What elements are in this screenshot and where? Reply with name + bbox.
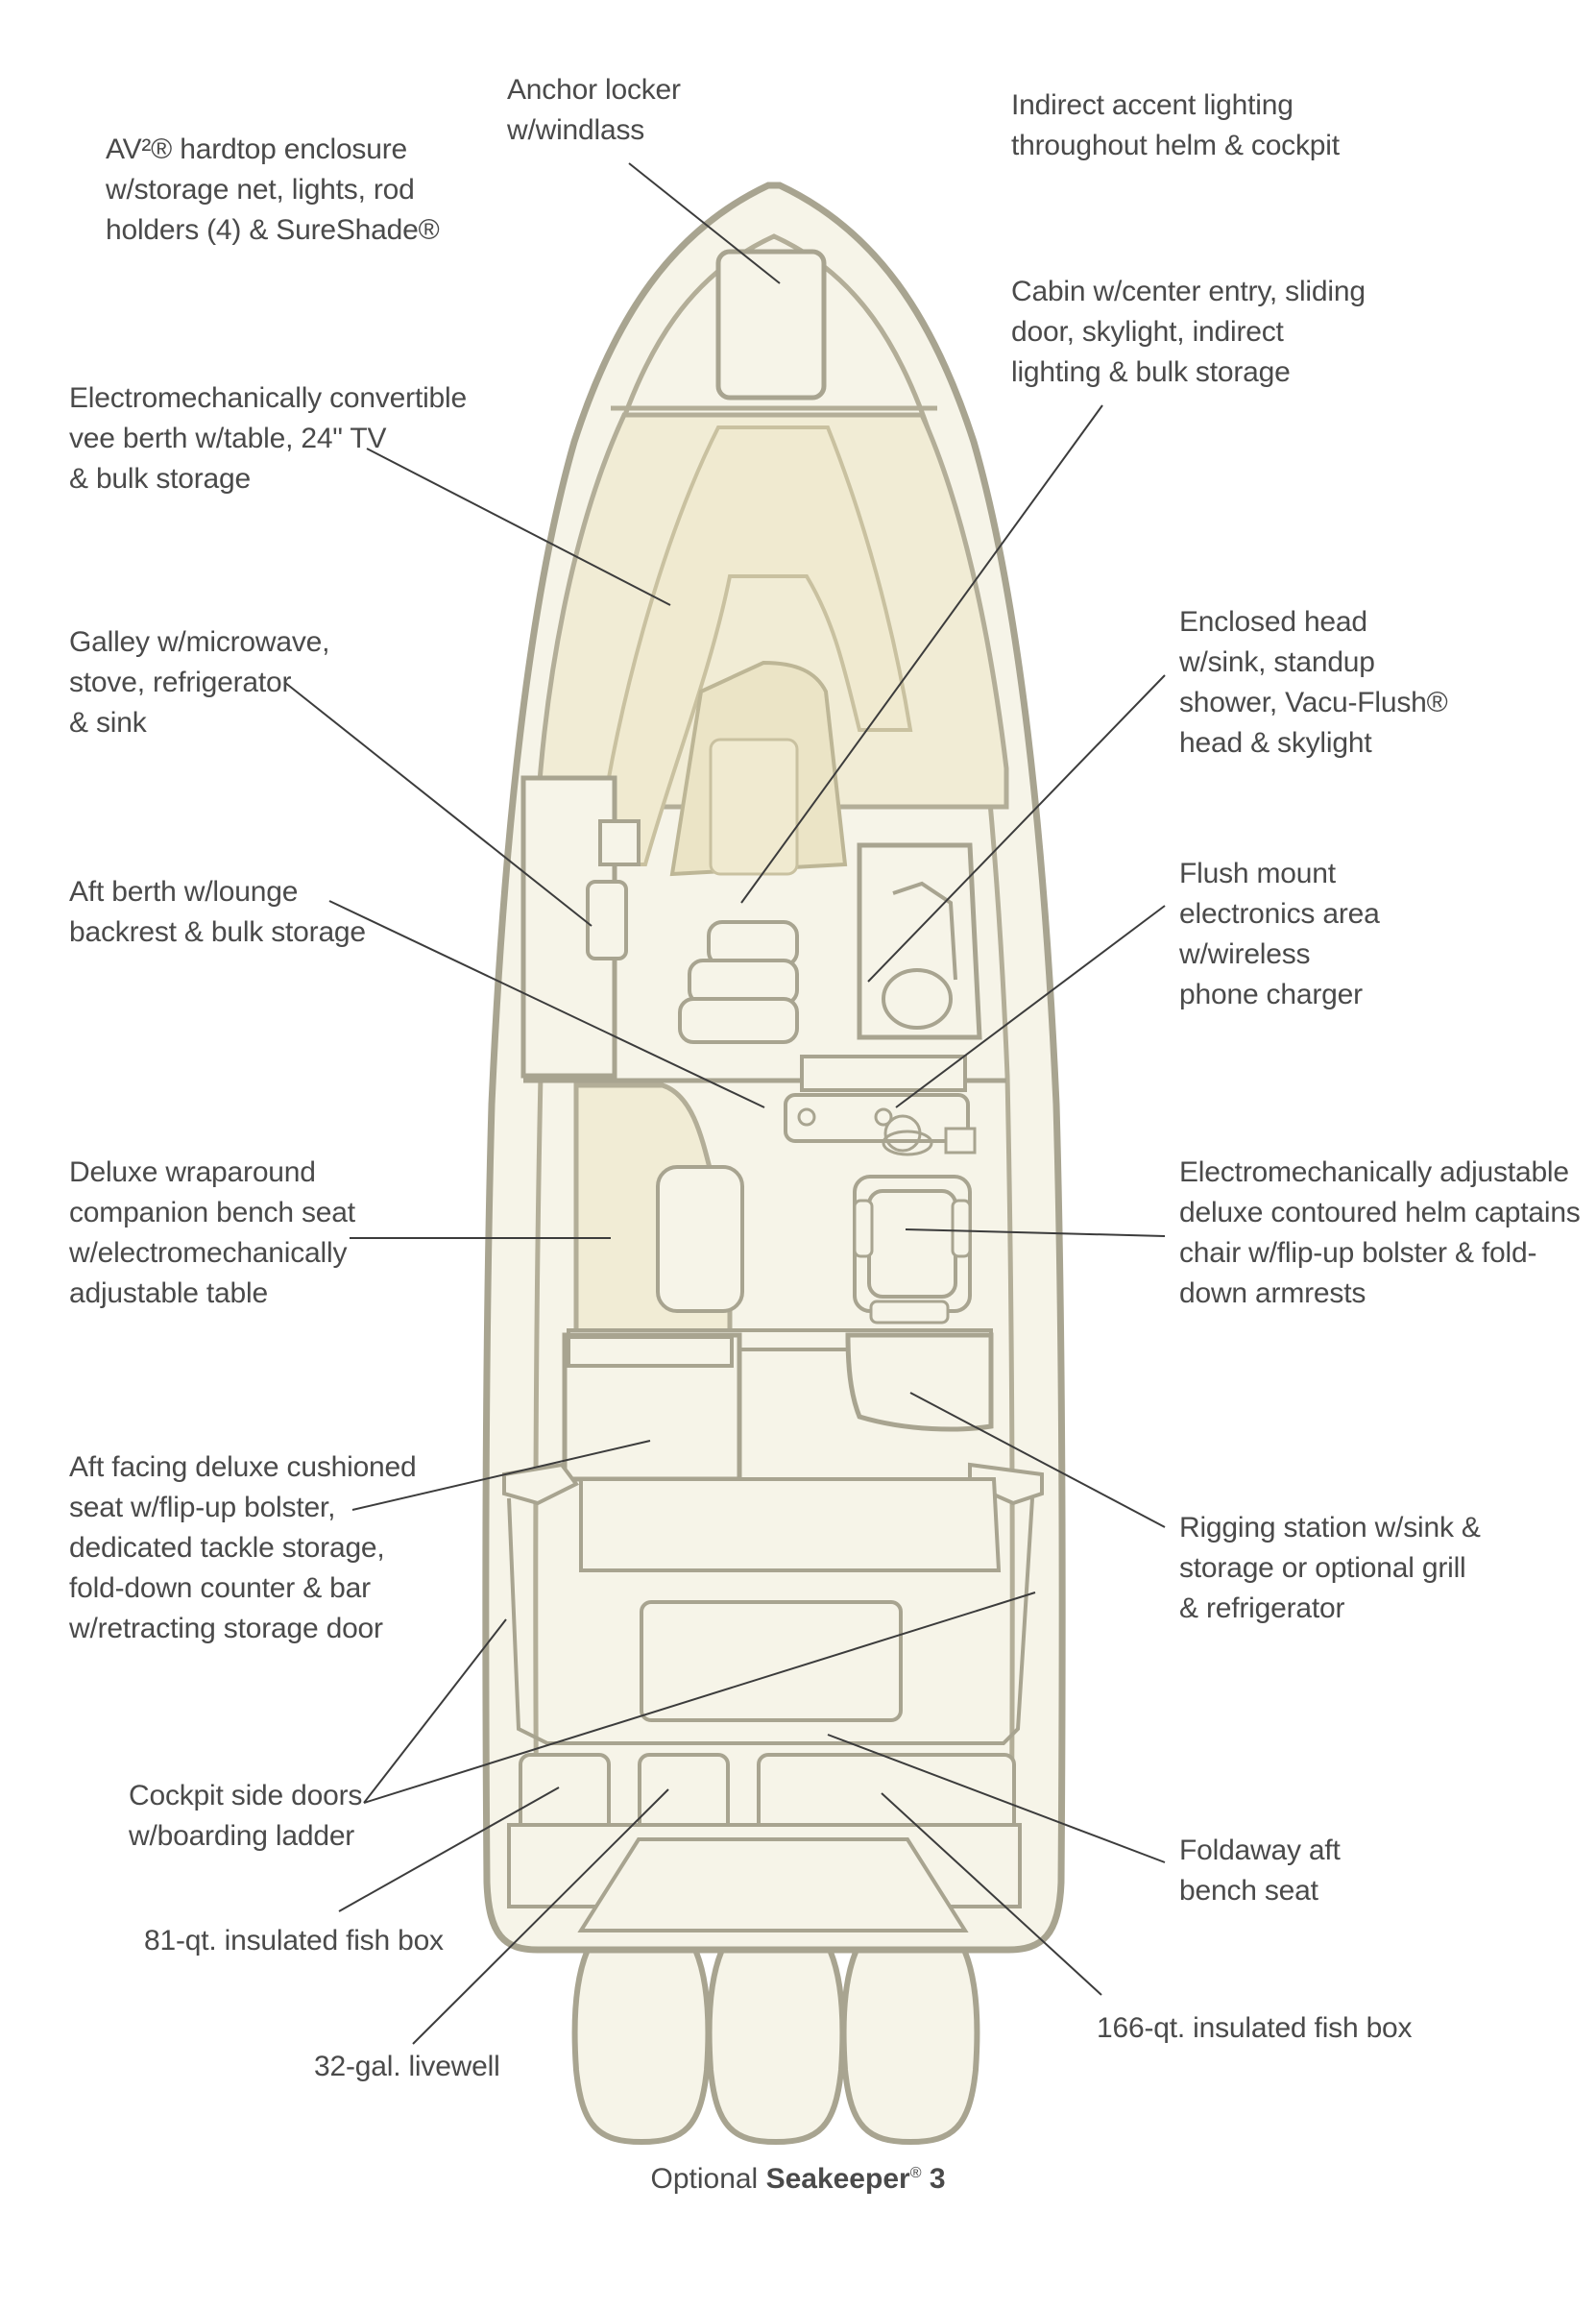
leader-anchor-locker [628,162,781,284]
leader-fish-box-81 [338,1786,560,1912]
leader-helm-chair [905,1228,1166,1237]
callout-rigging-station: Rigging station w/sink &storage or optio… [1179,1512,1481,1624]
callout-livewell: 32-gal. livewell [314,2051,500,2082]
head-toilet [882,968,953,1030]
cabin-skylight [709,738,799,876]
leader-galley [283,681,592,927]
rigging-station [845,1332,994,1432]
leader-aft-berth [328,900,765,1108]
leader-side-doors-starboard [363,1592,1036,1804]
leader-aft-bench [827,1734,1166,1863]
footer-brand: Seakeeper [765,2163,910,2195]
leader-livewell [412,1788,669,2045]
leader-electronics [895,905,1166,1108]
callout-galley: Galley w/microwave,stove, refrigerator& … [69,626,330,739]
galley-counter [520,775,617,1079]
footer-prefix: Optional [650,2163,766,2195]
vee-berth-cushion [592,425,913,866]
swim-platform [577,1837,969,1932]
companion-seat-cushion [656,1165,744,1313]
galley-sink [586,880,628,960]
electronics-panel [800,1055,967,1092]
cockpit-hatch [640,1600,903,1722]
steering-wheel [882,1130,933,1156]
leader-rigging-station [909,1392,1166,1528]
leader-enclosed-head [867,674,1166,983]
anchor-locker-hatch [715,249,827,401]
callout-fish-box-166: 166-qt. insulated fish box [1097,2012,1413,2044]
footer-registered-mark: ® [909,2165,922,2181]
cabin-steps [678,920,799,1044]
leader-aft-facing-seat [351,1440,651,1511]
leader-side-doors-port [363,1618,507,1804]
footer-model: 3 [921,2163,946,2195]
leader-lines [283,162,1166,2045]
footer-caption: Optional Seakeeper® 3 [0,2163,1596,2196]
leader-cabin [740,404,1103,904]
leader-fish-box-166 [881,1792,1102,1996]
callout-fish-box-81: 81-qt. insulated fish box [144,1925,444,1957]
helm-chair-seat [867,1189,957,1299]
leader-vee-berth [366,448,671,606]
cockpit-sole [579,1477,1002,1572]
outboard-engines [571,1908,980,2146]
